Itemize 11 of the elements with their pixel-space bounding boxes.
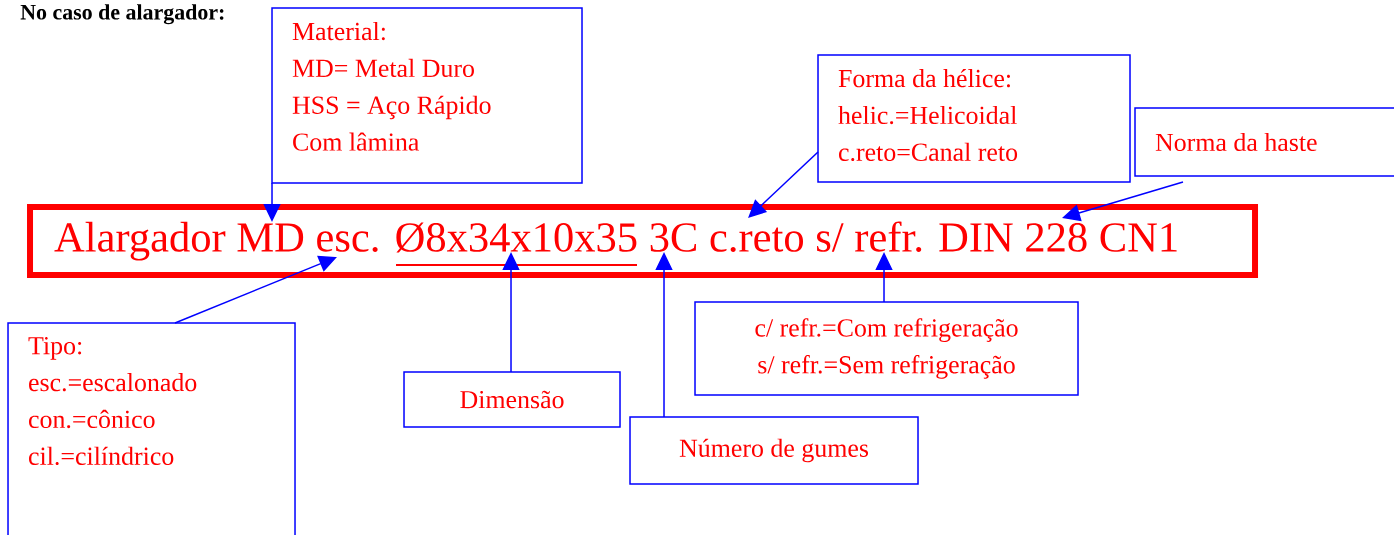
callout-box: Dimensão <box>403 371 621 428</box>
callout-box: Tipo: esc.=escalonado con.=cônico cil.=cilíndrico <box>7 322 296 535</box>
arrow <box>748 151 819 218</box>
callout-box: Forma da hélice: helic.=Helicoidal c.reto=Canal reto <box>817 54 1131 183</box>
callout-box: Material: MD= Metal Duro HSS = Aço Rápido Com lâmina <box>271 7 583 184</box>
arrow <box>174 255 337 324</box>
heading-text: No caso de alargador: <box>20 4 224 25</box>
callout-box: Número de gumes <box>629 416 919 485</box>
callout-box: c/ refr.=Com refrigeração s/ refr.=Sem refrigeração <box>694 301 1079 396</box>
code-frame: Alargador MD esc. Ø8x34x10x35 3C c.reto s/ refr. DIN 228 CN1 <box>27 204 1258 278</box>
callout-box: Norma da haste <box>1134 107 1394 177</box>
